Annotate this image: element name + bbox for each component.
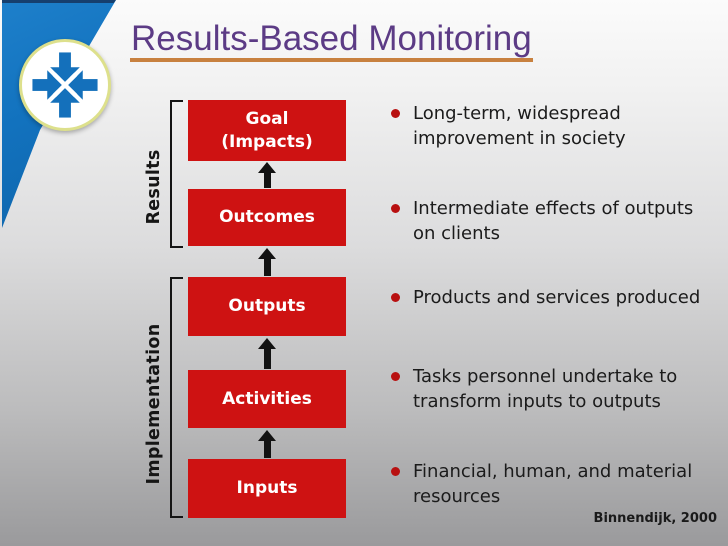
arrow-head (258, 338, 276, 349)
diagram-box-activities: Activities (188, 370, 346, 428)
logo (19, 39, 111, 131)
arrow-head (258, 162, 276, 173)
arrow-shaft (263, 349, 271, 369)
arrow-head (258, 430, 276, 441)
bullet-text: Intermediate effects of outputs on clien… (413, 198, 694, 244)
bullet-item: Tasks personnel undertake to transform i… (391, 364, 728, 414)
diagram-box-inputs: Inputs (188, 459, 346, 518)
implementation-bracket (170, 277, 183, 518)
bullet-text: Financial, human, and material resources (413, 461, 693, 507)
bullet-item: Long-term, widespread improvement in soc… (391, 101, 728, 151)
bullet-dot-icon (391, 467, 400, 476)
arrow-shaft (263, 441, 271, 458)
bullet-dot-icon (391, 293, 400, 302)
diagram-box-outputs: Outputs (188, 277, 346, 336)
results-bracket (170, 100, 183, 248)
slide-title: Results-Based Monitoring (131, 19, 532, 58)
bullet-dot-icon (391, 204, 400, 213)
bullet-item: Financial, human, and material resources (391, 459, 728, 509)
implementation-label: Implementation (144, 323, 164, 485)
bullet-text: Tasks personnel undertake to transform i… (413, 366, 678, 412)
arrow-head (258, 248, 276, 259)
title-underline (130, 58, 533, 62)
corner-ribbon-edge (2, 0, 116, 3)
citation: Binnendijk, 2000 (593, 511, 717, 526)
bullet-dot-icon (391, 109, 400, 118)
bullet-item: Intermediate effects of outputs on clien… (391, 196, 728, 246)
results-label: Results (144, 149, 164, 225)
up-arrow-icon (258, 430, 276, 458)
arrow-shaft (263, 173, 271, 188)
up-arrow-icon (258, 162, 276, 188)
diagram-box-outcomes: Outcomes (188, 189, 346, 246)
bullet-item: Products and services produced (391, 285, 728, 310)
bullet-text: Products and services produced (413, 287, 701, 308)
bullet-dot-icon (391, 372, 400, 381)
diagram-box-goal: Goal (Impacts) (188, 100, 346, 161)
arrow-shaft (263, 259, 271, 276)
up-arrow-icon (258, 248, 276, 276)
bullet-text: Long-term, widespread improvement in soc… (413, 103, 626, 149)
converging-arrows-icon (32, 52, 98, 118)
up-arrow-icon (258, 338, 276, 369)
